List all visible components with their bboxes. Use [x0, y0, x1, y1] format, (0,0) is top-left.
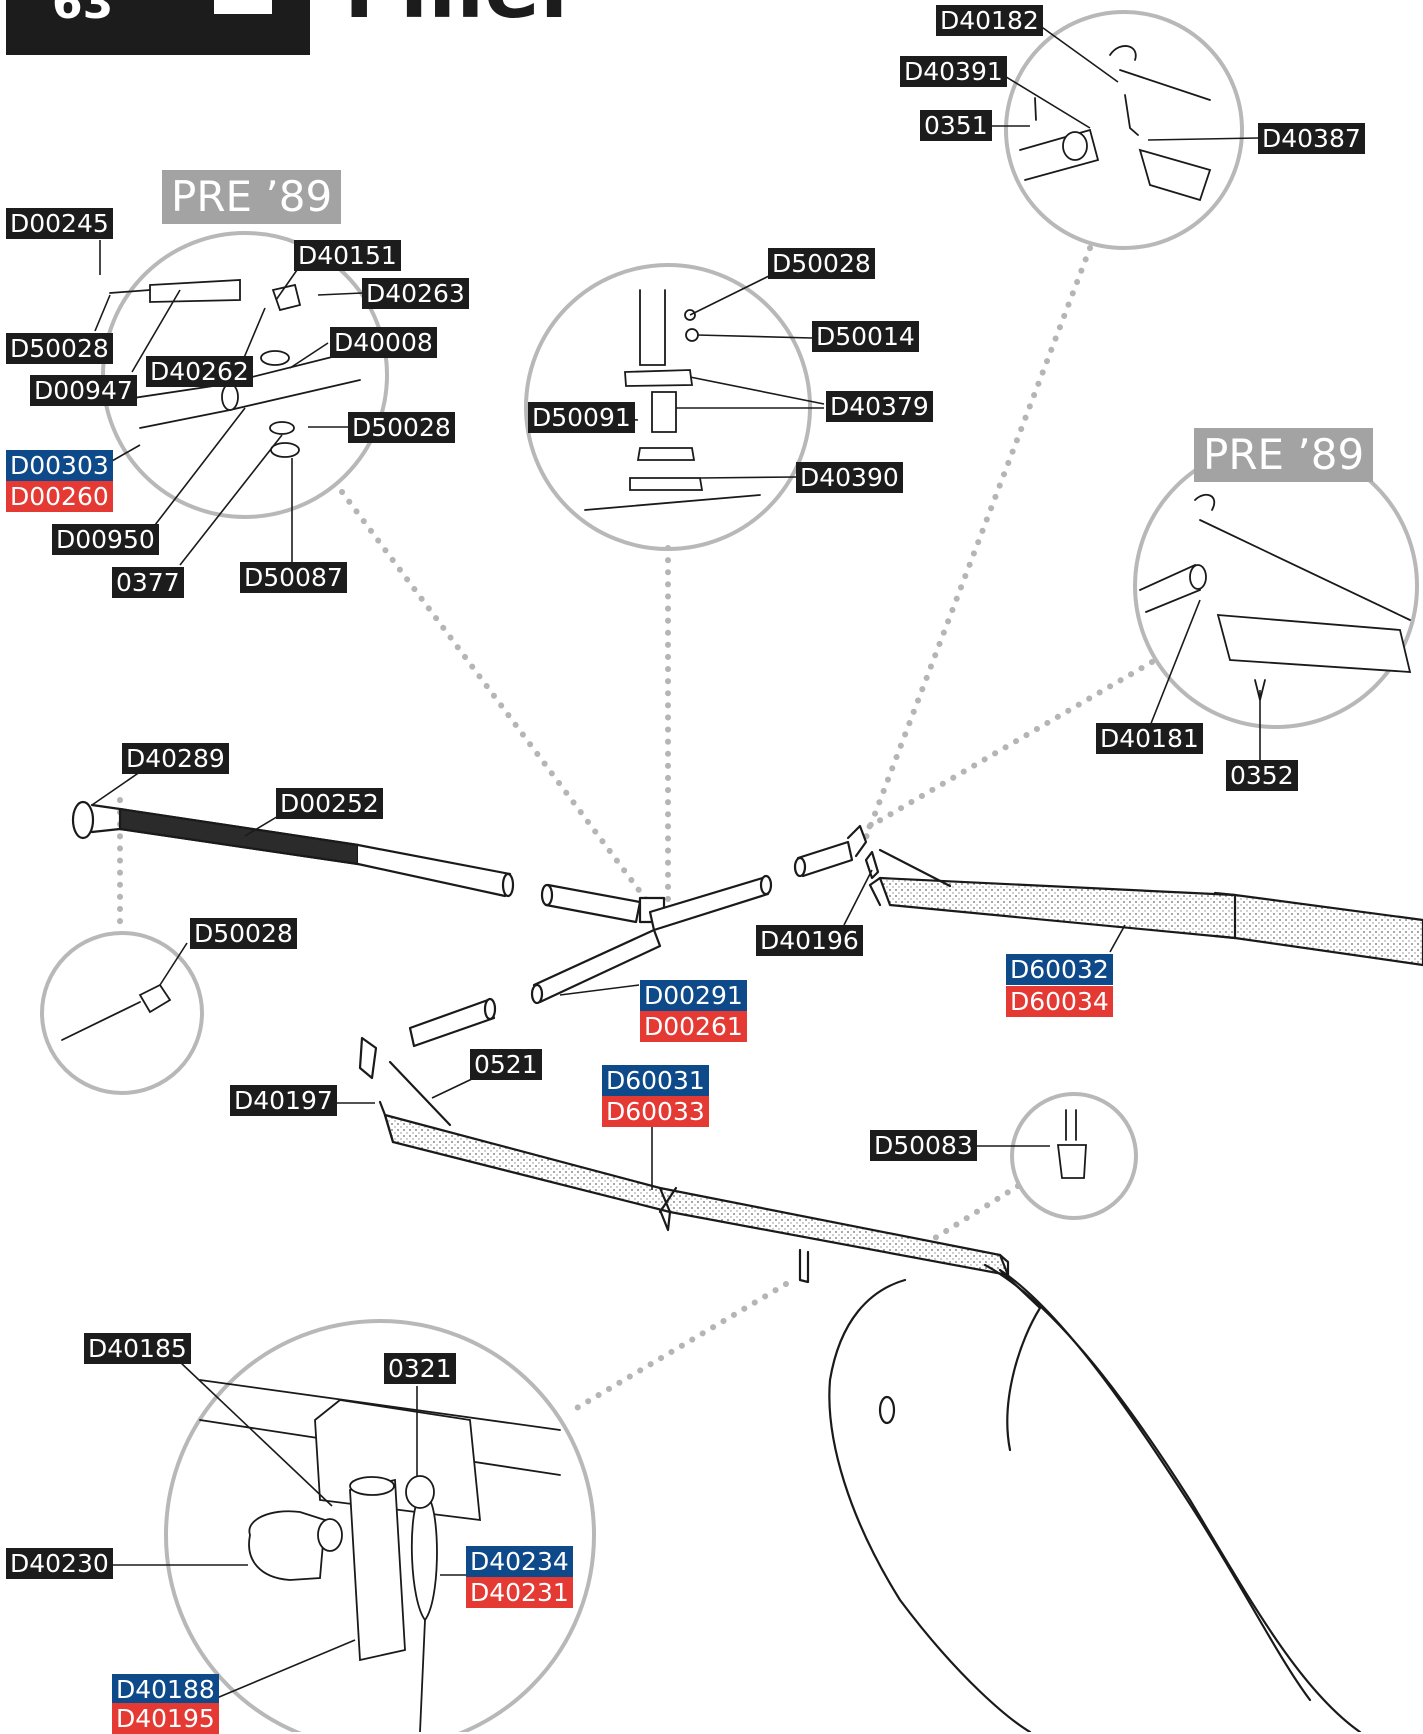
part-label-blue: D40188	[112, 1674, 219, 1705]
part-label: D50083	[870, 1130, 977, 1161]
part-label: D40182	[936, 5, 1043, 36]
part-label: D40387	[1258, 123, 1365, 154]
part-label-red: D60033	[602, 1096, 709, 1127]
part-label-red: D40231	[466, 1577, 573, 1608]
part-label: 0352	[1226, 760, 1298, 791]
pre-89-tag-right: PRE ’89	[1194, 428, 1374, 482]
part-label: D40185	[84, 1333, 191, 1364]
part-label: D00252	[276, 788, 383, 819]
part-label: D40391	[900, 56, 1007, 87]
part-label: D40008	[330, 327, 437, 358]
page-number: 63	[52, 0, 114, 29]
detail-circles	[40, 10, 1419, 1732]
pre-89-tag-left: PRE ’89	[162, 170, 342, 224]
part-label: 0377	[112, 567, 184, 598]
part-label-red: D00261	[640, 1011, 747, 1042]
detail-drawings	[61, 45, 1412, 1732]
part-label: D00950	[52, 524, 159, 555]
part-label-blue: D60031	[602, 1065, 709, 1096]
part-label: D50091	[528, 402, 635, 433]
page-title: Filler	[344, 0, 580, 37]
part-label-red: D60034	[1006, 986, 1113, 1017]
part-label: D40197	[230, 1085, 337, 1116]
part-label: 0321	[384, 1353, 456, 1384]
part-label-blue: D00303	[6, 450, 113, 481]
part-label: D40196	[756, 925, 863, 956]
part-label-blue: D40234	[466, 1546, 573, 1577]
part-label: D50087	[240, 562, 347, 593]
part-label: D50028	[6, 333, 113, 364]
part-label-red: D00260	[6, 481, 113, 512]
leader-lines	[91, 19, 1261, 1701]
part-label: D40181	[1096, 723, 1203, 754]
part-label: 0351	[920, 110, 992, 141]
part-label: D40390	[796, 462, 903, 493]
part-label: D50014	[812, 321, 919, 352]
part-label: D40263	[362, 278, 469, 309]
part-label: 0521	[470, 1049, 542, 1080]
part-label: D40289	[122, 743, 229, 774]
frame-assembly	[71, 800, 1423, 1732]
part-label: D40151	[294, 240, 401, 271]
part-label: D00947	[30, 375, 137, 406]
part-label: D40262	[146, 356, 253, 387]
part-label: D00245	[6, 208, 113, 239]
part-label-red: D40195	[112, 1703, 219, 1734]
header-mark	[214, 0, 272, 14]
page-header-block: 63	[6, 0, 310, 55]
part-label-blue: D00291	[640, 980, 747, 1011]
part-label: D40230	[6, 1548, 113, 1579]
part-label: D40379	[826, 391, 933, 422]
part-label: D50028	[348, 412, 455, 443]
part-label: D50028	[768, 248, 875, 279]
part-label-blue: D60032	[1006, 954, 1113, 985]
part-label: D50028	[190, 918, 297, 949]
